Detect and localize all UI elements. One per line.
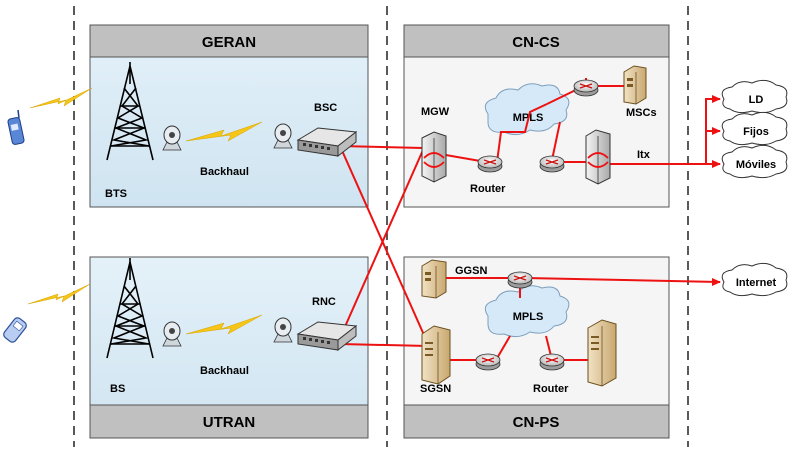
itx-label: Itx bbox=[637, 149, 651, 161]
mgw-label: MGW bbox=[421, 106, 450, 118]
ggsn-server-icon bbox=[421, 259, 447, 299]
router-cs-label: Router bbox=[470, 183, 506, 195]
ld-label: LD bbox=[749, 94, 764, 106]
sgsn-server-icon bbox=[421, 325, 451, 385]
ggsn-label: GGSN bbox=[455, 265, 487, 277]
backhaul-bottom-label: Backhaul bbox=[200, 365, 249, 377]
fijos-label: Fijos bbox=[743, 126, 769, 138]
node-labels: BTS Backhaul BSC BS Backhaul RNC MGW MSC… bbox=[105, 102, 657, 395]
mscs-label: MSCs bbox=[626, 107, 657, 119]
router-icon bbox=[475, 79, 599, 371]
geran-panel: GERAN bbox=[89, 24, 369, 208]
moviles-label: Móviles bbox=[736, 159, 776, 171]
geran-title: GERAN bbox=[202, 34, 256, 51]
cloud-internet: Internet bbox=[721, 262, 788, 297]
bsc-label: BSC bbox=[314, 102, 337, 114]
backhaul-top-label: Backhaul bbox=[200, 166, 249, 178]
cn-ps-title: CN-PS bbox=[513, 414, 560, 431]
mscs-server-icon bbox=[623, 65, 647, 105]
utran-title: UTRAN bbox=[203, 414, 256, 431]
arrowheads bbox=[712, 95, 721, 286]
cloud-moviles: Móviles bbox=[721, 144, 788, 179]
cloud-fijos: Fijos bbox=[721, 111, 788, 146]
internet-label: Internet bbox=[736, 277, 777, 289]
bts-label: BTS bbox=[105, 188, 127, 200]
mobile-phone-icon bbox=[7, 109, 25, 145]
router-ps-label: Router bbox=[533, 383, 569, 395]
bsc-switch-icon bbox=[296, 127, 358, 158]
ps-server-icon bbox=[587, 319, 617, 387]
bs-tower-icon bbox=[106, 258, 154, 359]
cloud-ld: LD bbox=[721, 79, 788, 114]
rnc-label: RNC bbox=[312, 296, 336, 308]
mpls-label-ps: MPLS bbox=[513, 311, 544, 323]
rnc-switch-icon bbox=[296, 321, 358, 352]
microwave-dish-icon bbox=[162, 123, 293, 347]
itx-server-icon bbox=[585, 129, 611, 185]
wireless-link-icon bbox=[27, 87, 263, 335]
mpls-cloud-ps: MPLS bbox=[484, 285, 570, 338]
flip-phone-icon bbox=[3, 317, 27, 343]
mgw-server-icon bbox=[421, 131, 447, 183]
bts-tower-icon bbox=[106, 62, 154, 161]
separator-lines bbox=[73, 6, 689, 447]
bs-label: BS bbox=[110, 383, 125, 395]
sgsn-label: SGSN bbox=[420, 383, 451, 395]
cn-cs-title: CN-CS bbox=[512, 34, 560, 51]
